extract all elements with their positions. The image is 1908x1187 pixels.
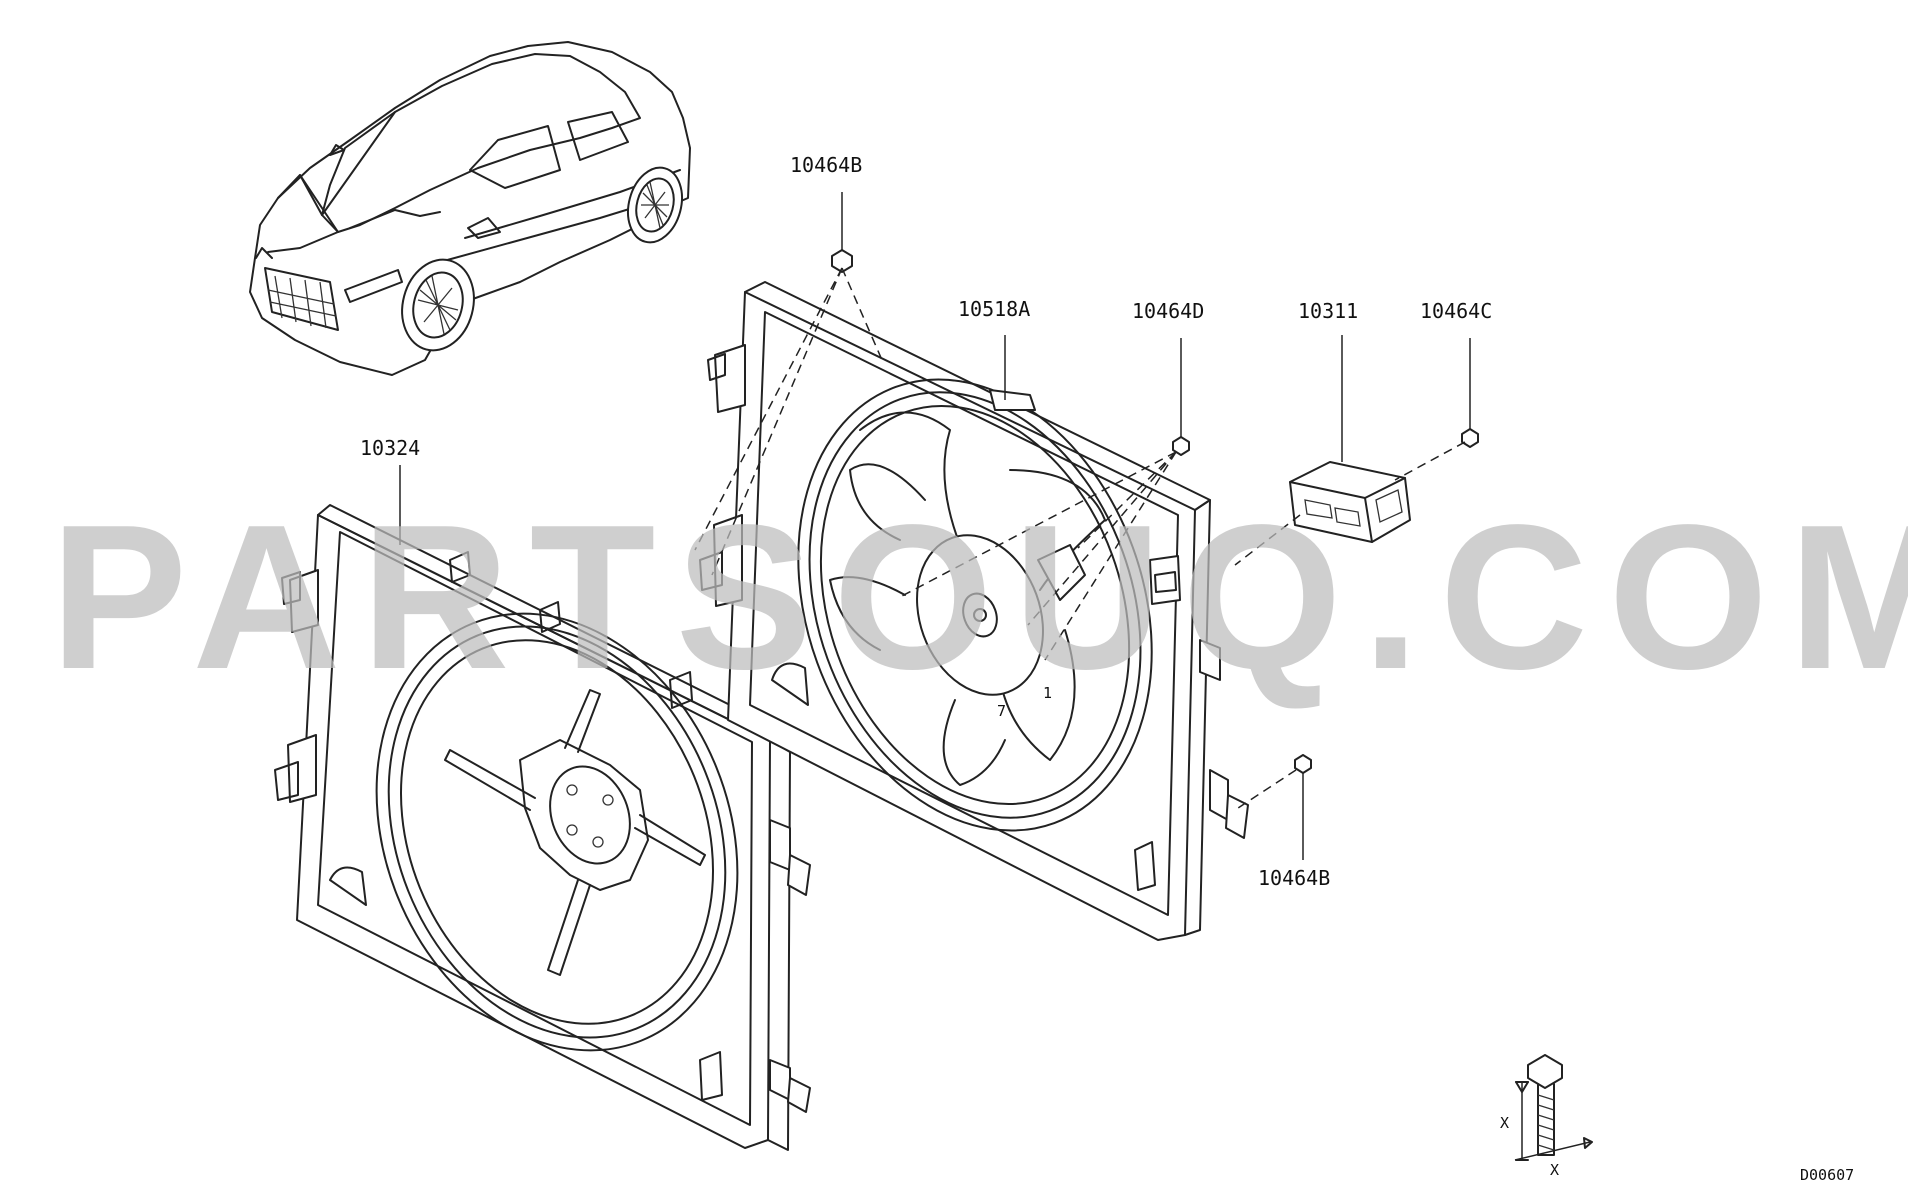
part-labels: 10464B 10518A 10464D 10311 10464C 10324 … [360, 153, 1492, 890]
fan-mark-1: 1 [1043, 684, 1052, 702]
vehicle-illustration [249, 41, 691, 376]
bolt-dimension-icon: X X [1500, 1054, 1593, 1179]
assembly-lines [694, 267, 1466, 811]
label-10518A[interactable]: 10518A [958, 297, 1030, 321]
leader-lines [399, 192, 1471, 860]
label-10464C[interactable]: 10464C [1420, 299, 1492, 323]
diagram-reference: D00607 [1800, 1166, 1854, 1184]
label-10464B-bottom[interactable]: 10464B [1258, 866, 1330, 890]
screw-10464B-bottom [1294, 754, 1312, 774]
dimension-x-vertical: X [1500, 1114, 1509, 1132]
fan-resistor-10311 [1289, 461, 1411, 543]
label-10311[interactable]: 10311 [1298, 299, 1358, 323]
screw-10464C [1461, 428, 1479, 448]
label-10464D[interactable]: 10464D [1132, 299, 1204, 323]
fan-motor-assembly-10518A: 7 1 [699, 281, 1249, 941]
fan-shroud-10324 [274, 504, 811, 1151]
dimension-x-diagonal: X [1550, 1161, 1559, 1179]
fan-mark-7: 7 [997, 702, 1006, 720]
label-10464B-top[interactable]: 10464B [790, 153, 862, 177]
watermark: PARTSOUQ.COM [50, 482, 1908, 712]
label-10324[interactable]: 10324 [360, 436, 420, 460]
